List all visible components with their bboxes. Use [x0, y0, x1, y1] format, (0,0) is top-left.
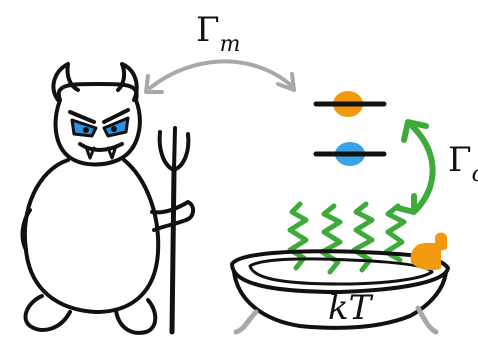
demon-figure	[20, 62, 195, 335]
demon-left-brow	[68, 110, 96, 124]
demon-eyes	[70, 116, 130, 138]
demon-mouth	[78, 142, 124, 152]
bathtub-rim-outer	[230, 249, 450, 294]
demon-left-fang	[84, 145, 96, 160]
bathtub-rim-inner	[248, 257, 434, 286]
demon-right-brow	[102, 108, 130, 124]
heat-wave-2	[319, 203, 343, 275]
measurement-arrow	[144, 59, 296, 94]
gamma-m-symbol: Γ	[196, 10, 220, 50]
demon-right-pupil	[111, 126, 117, 132]
coupling-arrow-curve	[407, 121, 436, 213]
heat-wave-3	[351, 201, 375, 273]
trident-right-prong	[172, 132, 191, 172]
bathtub-basin	[232, 270, 448, 330]
demon-left-foot	[23, 294, 72, 332]
measurement-arrow-right-head	[276, 72, 296, 92]
demon-right-horn	[116, 62, 139, 102]
bathtub-left-leg	[233, 309, 259, 335]
demon-right-fang	[106, 144, 118, 160]
coupling-arrow	[395, 119, 436, 215]
two-level-system	[313, 91, 387, 166]
bath-temperature-label: kT	[328, 288, 372, 328]
measurement-arrow-curve	[148, 59, 294, 90]
heat-wave-1	[287, 201, 309, 271]
trident-center-prong	[172, 126, 177, 172]
gamma-c-label: Γc	[448, 140, 478, 187]
gamma-c-symbol: Γ	[448, 140, 472, 180]
bathtub	[230, 249, 450, 330]
demon-left-pupil	[83, 127, 89, 133]
bathtub-right-leg	[415, 305, 439, 335]
trident-left-prong	[157, 130, 176, 172]
trident	[157, 126, 191, 335]
gamma-m-label: Γm	[196, 10, 240, 57]
demon-right-foot	[114, 298, 158, 335]
faucet	[410, 232, 447, 271]
faucet-body	[410, 232, 447, 271]
demon-left-arm	[20, 208, 32, 252]
measurement-arrow-left-head	[144, 74, 164, 94]
trident-shaft	[169, 167, 177, 335]
gamma-c-subscript: c	[472, 162, 478, 187]
demon-right-arm	[150, 200, 195, 232]
demon-body	[22, 158, 161, 314]
coupling-arrow-top-head	[401, 119, 429, 143]
gamma-m-subscript: m	[219, 32, 241, 57]
bathtub-legs	[233, 305, 439, 335]
demon-head	[53, 82, 142, 167]
coupling-arrow-bottom-head	[395, 193, 417, 215]
